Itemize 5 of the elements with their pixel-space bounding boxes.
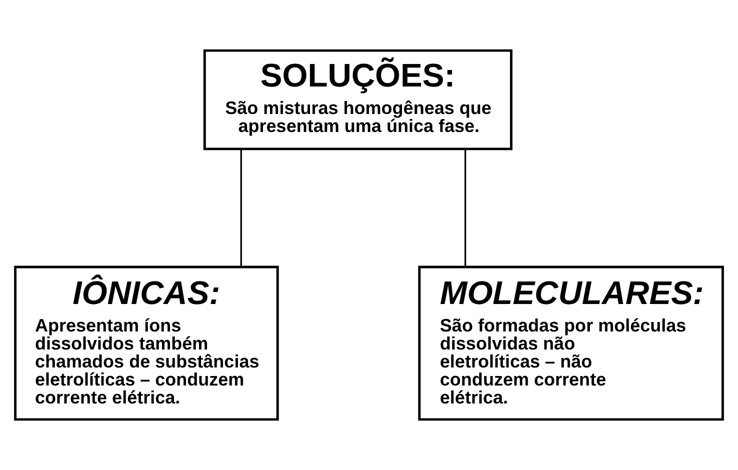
node-box: MOLECULARES: São formadas por moléculas dissolvidas não eletrolíticas – não conduzem corrente elétrica. [418,266,724,421]
connector [464,149,466,267]
node-box: IÔNICAS: Apresentam íons dissolvidos também chamados de substâncias eletrolíticas – conduzem corrente elétrica. [14,266,279,421]
connector [240,149,242,267]
node-box: SOLUÇÕES: São misturas homogêneas que apresentam uma única fase. [203,49,512,150]
